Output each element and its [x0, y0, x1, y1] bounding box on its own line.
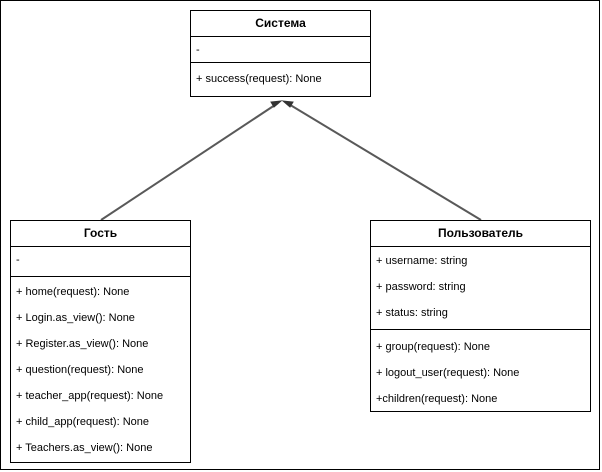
method-row: + group(request): None — [376, 341, 491, 353]
method-row: + Register.as_view(): None — [16, 338, 149, 350]
attribute-row: - — [196, 44, 200, 56]
attribute-row: - — [16, 254, 20, 266]
class-user-methods: + group(request): None + logout_user(req… — [371, 330, 590, 412]
method-row: + logout_user(request): None — [376, 367, 520, 379]
method-row: + success(request): None — [196, 73, 322, 85]
class-user-attributes: + username: string + password: string + … — [371, 247, 590, 330]
class-system-methods: + success(request): None — [191, 63, 370, 96]
attribute-row: + username: string — [376, 255, 468, 267]
class-guest-title: Гость — [11, 221, 190, 247]
class-guest[interactable]: Гость - + home(request): None + Login.as… — [10, 220, 191, 463]
class-guest-methods: + home(request): None + Login.as_view():… — [11, 277, 190, 461]
attribute-row: + status: string — [376, 307, 448, 319]
method-row: + child_app(request): None — [16, 416, 149, 428]
class-system-title: Система — [191, 11, 370, 37]
attribute-row: + password: string — [376, 281, 466, 293]
class-user[interactable]: Пользователь + username: string + passwo… — [370, 220, 591, 412]
class-system-attributes: - — [191, 37, 370, 63]
method-row: + question(request): None — [16, 364, 144, 376]
method-row: + Teachers.as_view(): None — [16, 442, 153, 454]
method-row: +children(request): None — [376, 393, 498, 405]
method-row: + Login.as_view(): None — [16, 312, 135, 324]
class-system[interactable]: Система - + success(request): None — [190, 10, 371, 97]
method-row: + home(request): None — [16, 286, 130, 298]
method-row: + teacher_app(request): None — [16, 390, 164, 402]
class-user-title: Пользователь — [371, 221, 590, 247]
class-guest-attributes: - — [11, 247, 190, 277]
